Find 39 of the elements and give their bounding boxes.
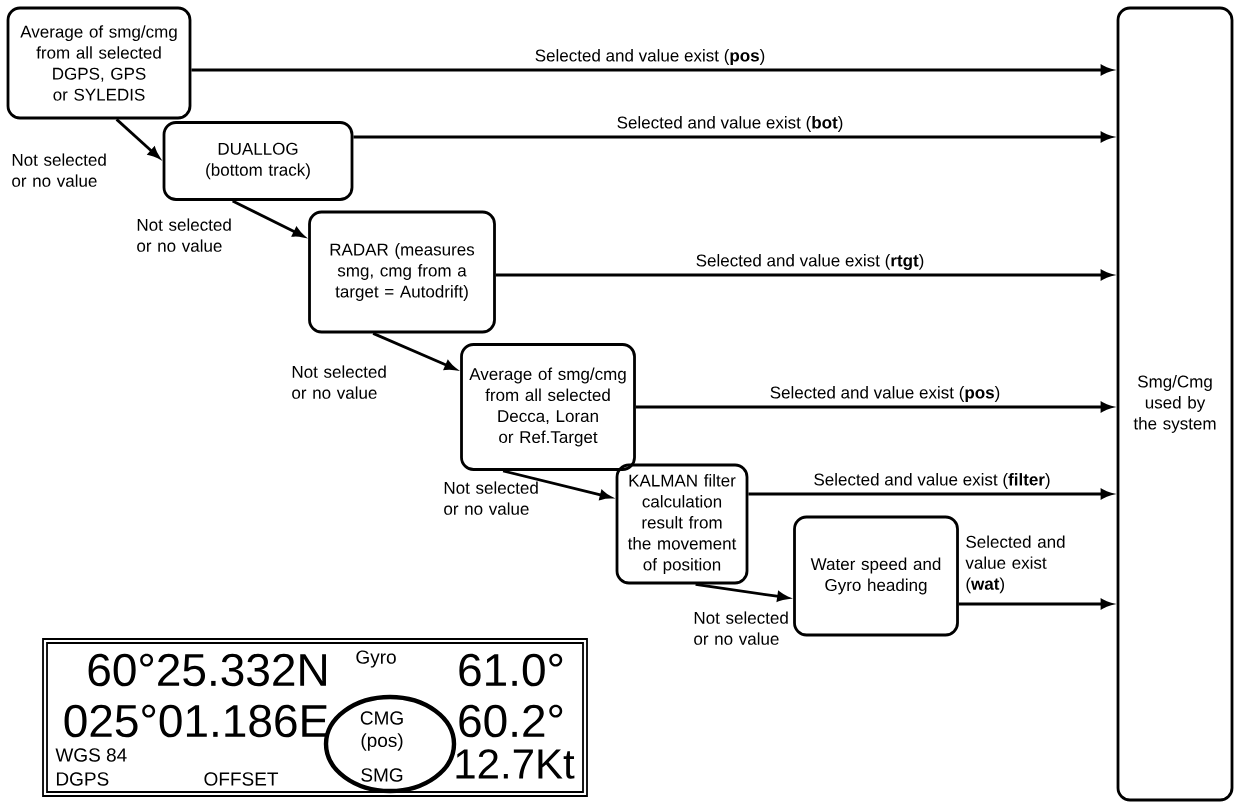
- arrow: [115, 118, 160, 159]
- arrow: [232, 199, 305, 238]
- edge-label: Not selected or no value: [292, 365, 386, 399]
- process-box: RADAR (measures smg, cmg from a target = Autodrift): [308, 210, 496, 334]
- edge-label: Not selected or no value: [444, 481, 538, 515]
- edge-label: Not selected or no value: [12, 153, 106, 187]
- arrow: [191, 65, 1113, 75]
- display-text: 12.7Kt: [456, 749, 575, 779]
- display-text: 60.2°: [459, 704, 563, 738]
- display-text: 61.0°: [459, 653, 563, 687]
- display-text: OFFSET: [204, 772, 279, 786]
- display-text: DGPS: [57, 772, 109, 786]
- edge-label: Selected and value exist (rtgt): [693, 252, 927, 272]
- display-text: 025°01.186E: [64, 704, 328, 738]
- edge-label: Not selected or no value: [137, 218, 231, 252]
- display-text: SMG: [361, 768, 403, 782]
- process-box: KALMAN filter calculation result from the movement of position: [615, 463, 749, 585]
- process-box: Average of smg/cmg from all selected Decca, Loran or Ref.Target: [460, 343, 636, 471]
- edge-label: Selected and value exist (pos): [767, 384, 1003, 404]
- output-box: Smg/Cmg used by the system: [1116, 6, 1234, 802]
- arrow: [635, 402, 1113, 412]
- display-text: (pos): [361, 733, 403, 751]
- process-box: Water speed and Gyro heading: [793, 515, 959, 637]
- display-text: WGS 84: [55, 748, 127, 762]
- edge-label: Selected and value exist (wat): [965, 535, 1065, 594]
- process-box: Average of smg/cmg from all selected DGPS, GPS or SYLEDIS: [6, 6, 192, 120]
- arrow: [748, 489, 1113, 499]
- arrow: [495, 270, 1113, 280]
- process-box: DUALLOG (bottom track): [162, 121, 354, 201]
- edge-label: Selected and value exist (bot): [614, 114, 846, 134]
- edge-label: Not selected or no value: [694, 611, 788, 645]
- display-text: 60°25.332N: [88, 653, 326, 687]
- display-text: Gyro: [356, 650, 396, 668]
- display-text: CMG: [360, 711, 403, 725]
- arrow: [372, 332, 457, 371]
- arrow: [958, 599, 1113, 609]
- edge-label: Selected and value exist (filter): [811, 471, 1053, 491]
- edge-label: Selected and value exist (pos): [532, 47, 768, 67]
- arrow: [353, 132, 1113, 142]
